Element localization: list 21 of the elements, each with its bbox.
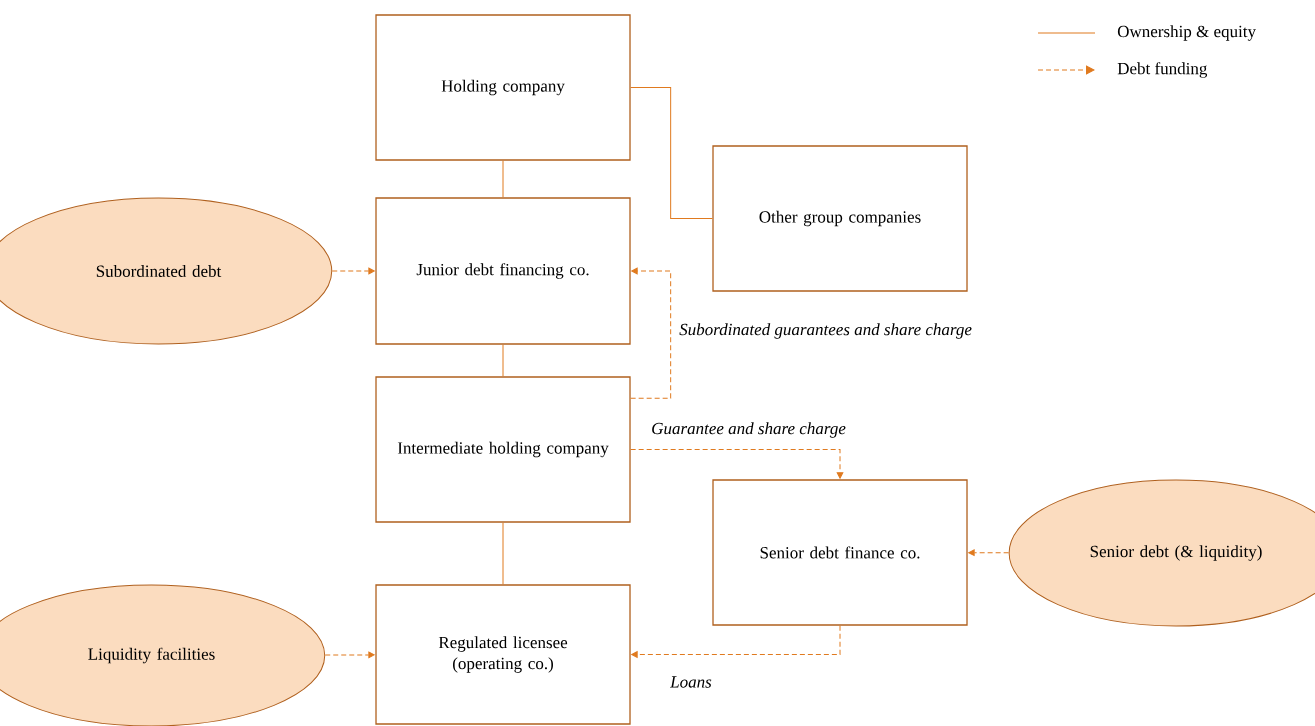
arrow [630, 267, 672, 399]
box: Senior debt finance co. [712, 479, 968, 626]
box: Regulated licensee (operating co.) [375, 584, 631, 725]
legend-text: Debt funding [1117, 62, 1208, 78]
box: Holding company [375, 14, 631, 161]
connector-line [630, 87, 713, 219]
arrow [631, 625, 841, 658]
arrow [331, 267, 375, 275]
connector-line [502, 522, 504, 585]
box: Junior debt financing co. [375, 197, 631, 345]
box: Intermediate holding company [375, 376, 631, 523]
legend-text: Ownership & equity [1117, 25, 1256, 41]
arrow [324, 651, 375, 659]
arrow [630, 449, 844, 479]
connector-line [502, 344, 504, 377]
edge-label: Subordinated guarantees and share charge [678, 322, 973, 340]
edge-label: Guarantee and share charge [650, 421, 847, 439]
connector-line [502, 160, 504, 198]
arrow [968, 549, 1010, 556]
box: Other group companies [712, 145, 968, 292]
edge-label: Loans [669, 675, 713, 689]
